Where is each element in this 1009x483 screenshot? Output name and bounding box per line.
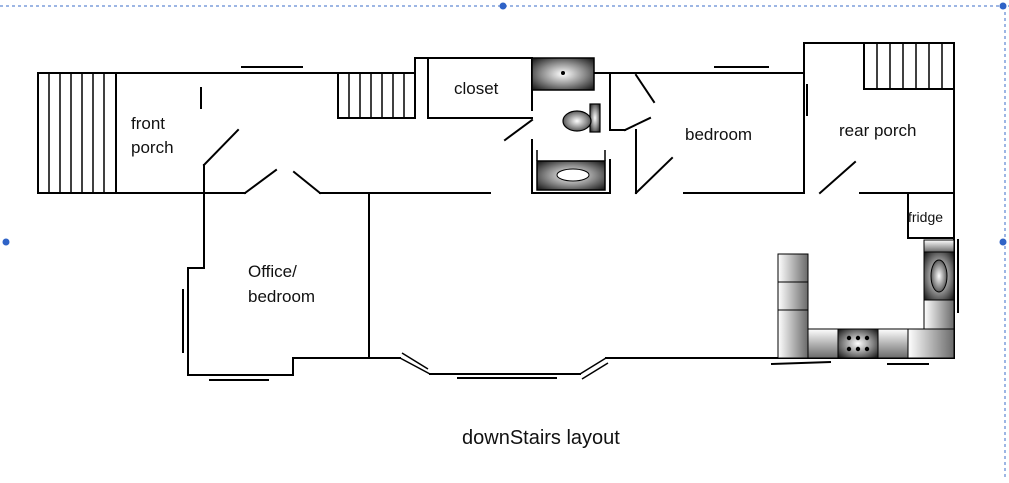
doors (202, 73, 857, 195)
toilet (562, 103, 601, 133)
exterior-walls (115, 42, 955, 376)
rear-porch-steps (863, 42, 955, 90)
interior-walls (368, 57, 955, 359)
stove (837, 328, 879, 359)
label-rear-porch: rear porch (839, 121, 916, 140)
windows (182, 66, 959, 381)
label-front-porch-2: porch (131, 138, 174, 157)
selection-handle-top-right[interactable] (999, 2, 1007, 10)
selection-handle-top[interactable] (499, 2, 507, 10)
label-bedroom: bedroom (685, 125, 752, 144)
label-fridge: fridge (908, 209, 943, 225)
label-front-porch: front (131, 114, 165, 133)
kitchen-counter-bottom (807, 328, 955, 359)
diagram-caption: downStairs layout (462, 427, 620, 449)
interior-stairs (337, 72, 416, 119)
kitchen-counter-right (923, 239, 955, 330)
bathroom-sink (531, 57, 595, 91)
kitchen-counter-left (777, 253, 809, 359)
label-office: Office/ (248, 262, 297, 281)
selection-handle-right[interactable] (999, 238, 1007, 246)
bathtub (536, 150, 606, 191)
label-office-2: bedroom (248, 287, 315, 306)
front-porch-steps (37, 72, 117, 194)
label-closet: closet (454, 79, 499, 98)
selection-handle-left[interactable] (2, 238, 10, 246)
